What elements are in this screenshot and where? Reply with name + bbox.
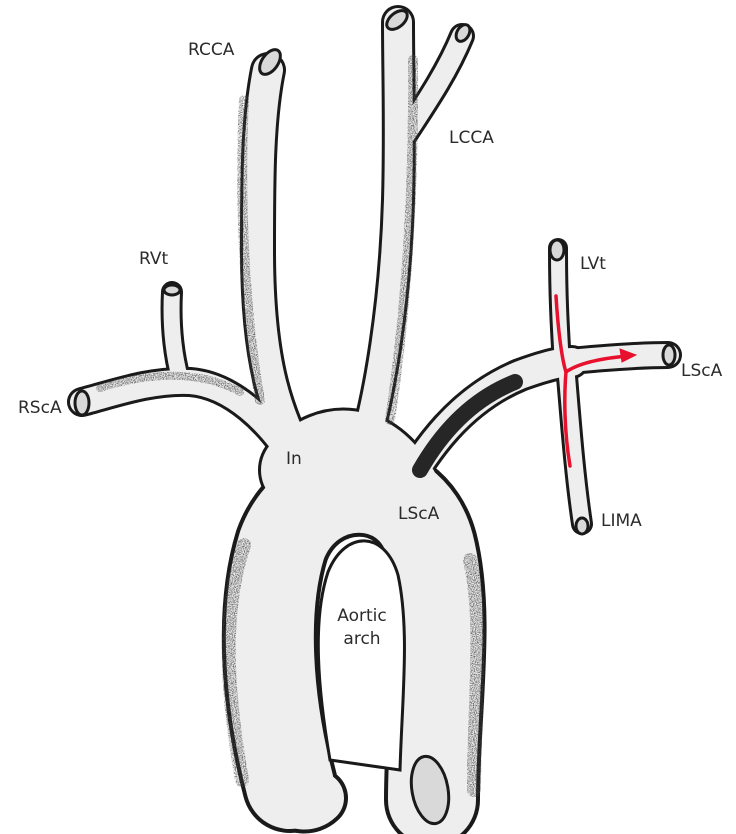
- label-rsca: RScA: [18, 400, 62, 417]
- label-lvt: LVt: [580, 256, 606, 273]
- rvt-end: [164, 285, 180, 295]
- label-lsca-arch: LScA: [398, 506, 439, 523]
- label-aortic-arch-line1: Aortic: [337, 605, 386, 628]
- label-rvt: RVt: [139, 251, 168, 268]
- label-aortic-arch-line2: arch: [337, 628, 386, 651]
- rvt-fill: [172, 292, 180, 378]
- label-innominate: In: [286, 451, 302, 468]
- label-rcca: RCCA: [188, 42, 234, 59]
- lvt-end: [550, 240, 564, 260]
- lima-end: [576, 518, 588, 534]
- label-lcca: LCCA: [449, 130, 494, 147]
- rsca-end: [75, 391, 89, 415]
- arch-inner-space: [318, 541, 404, 770]
- label-lima: LIMA: [601, 513, 642, 530]
- label-lsca-right: LScA: [681, 363, 722, 380]
- label-aortic-arch: Aortic arch: [337, 605, 386, 651]
- lsca-distal-end: [663, 345, 675, 365]
